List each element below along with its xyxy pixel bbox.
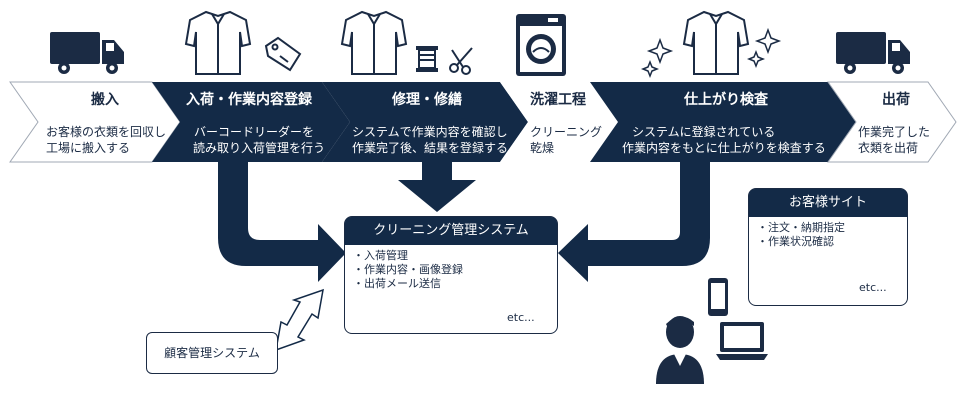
step-2-desc-1: バーコードリーダーを [194, 125, 315, 139]
step-4-desc-2: 乾燥 [530, 141, 555, 155]
step-3-desc-1: システムで作業内容を確認し [352, 125, 508, 139]
arrow-from-receiving [218, 160, 346, 282]
chevron-step-6 [827, 81, 957, 163]
flow-arrows [218, 160, 710, 282]
system-item: ・入荷管理 [353, 249, 408, 262]
person-icon [656, 316, 704, 384]
crm-box-title: 顧客管理システム [164, 346, 260, 360]
step-2-desc-2: 読み取り入荷管理を行う [193, 141, 326, 155]
truck-icon [836, 32, 910, 74]
smartphone-icon [708, 278, 728, 316]
step-6-title: 出荷 [882, 92, 910, 108]
shirt-icon [184, 10, 252, 75]
thread-spool-icon [416, 46, 438, 72]
step-1-title: 搬入 [91, 92, 119, 108]
arrow-from-repair [398, 160, 476, 212]
step-3-desc-2: 作業完了後、結果を登録する [352, 141, 509, 155]
tag-icon [264, 36, 302, 72]
step-5-desc-2: 作業内容をもとに仕上がりを検査する [622, 141, 826, 155]
arrow-from-inspection [558, 160, 710, 282]
step-4-desc-1: クリーニング [530, 125, 603, 139]
chevron-step-5 [590, 82, 856, 162]
step-6-desc-2: 衣類を出荷 [858, 141, 919, 155]
system-item: ・作業内容・画像登録 [353, 263, 463, 276]
crm-box: 顧客管理システム [146, 332, 278, 374]
truck-icon [50, 32, 124, 74]
chevron-step-3 [322, 82, 528, 162]
step-5-title: 仕上がり検査 [684, 92, 768, 108]
step-1-desc-2: 工場に搬入する [46, 141, 131, 155]
shirt-icon [340, 10, 408, 75]
step-5-desc-1: システムに登録されている [632, 125, 776, 139]
step-6-desc-1: 作業完了した [858, 125, 931, 139]
sparkle-icon [640, 27, 782, 79]
customer-site-box: お客様サイト ・注文・納期指定 ・作業状況確認 etc... [748, 188, 908, 306]
step-2-title: 入荷・作業内容登録 [186, 92, 312, 108]
customer-site-item: ・作業状況確認 [757, 235, 834, 248]
process-chevrons [9, 81, 957, 163]
customer-site-list: ・注文・納期指定 ・作業状況確認 [749, 217, 907, 253]
step-4-title: 洗濯工程 [530, 92, 586, 108]
system-box-list: ・入荷管理 ・作業内容・画像登録 ・出荷メール送信 [345, 245, 557, 295]
chevron-step-2 [152, 82, 350, 162]
washing-machine-icon [516, 14, 566, 76]
shirt-icon [682, 10, 750, 75]
laptop-icon [716, 322, 768, 360]
customer-site-title: お客様サイト [749, 189, 907, 217]
scissors-icon [449, 47, 473, 75]
system-box-etc: etc... [507, 311, 535, 324]
step-1-desc-1: お客様の衣類を回収し [46, 125, 167, 139]
cleaning-management-system-box: クリーニング管理システム ・入荷管理 ・作業内容・画像登録 ・出荷メール送信 e… [344, 216, 558, 334]
chevron-step-4 [500, 82, 618, 162]
customer-site-item: ・注文・納期指定 [757, 221, 845, 234]
customer-site-etc: etc... [859, 281, 887, 294]
system-item: ・出荷メール送信 [353, 277, 441, 290]
step-3-title: 修理・修繕 [392, 92, 462, 108]
system-box-title: クリーニング管理システム [345, 217, 557, 245]
double-arrow-icon [275, 288, 324, 352]
